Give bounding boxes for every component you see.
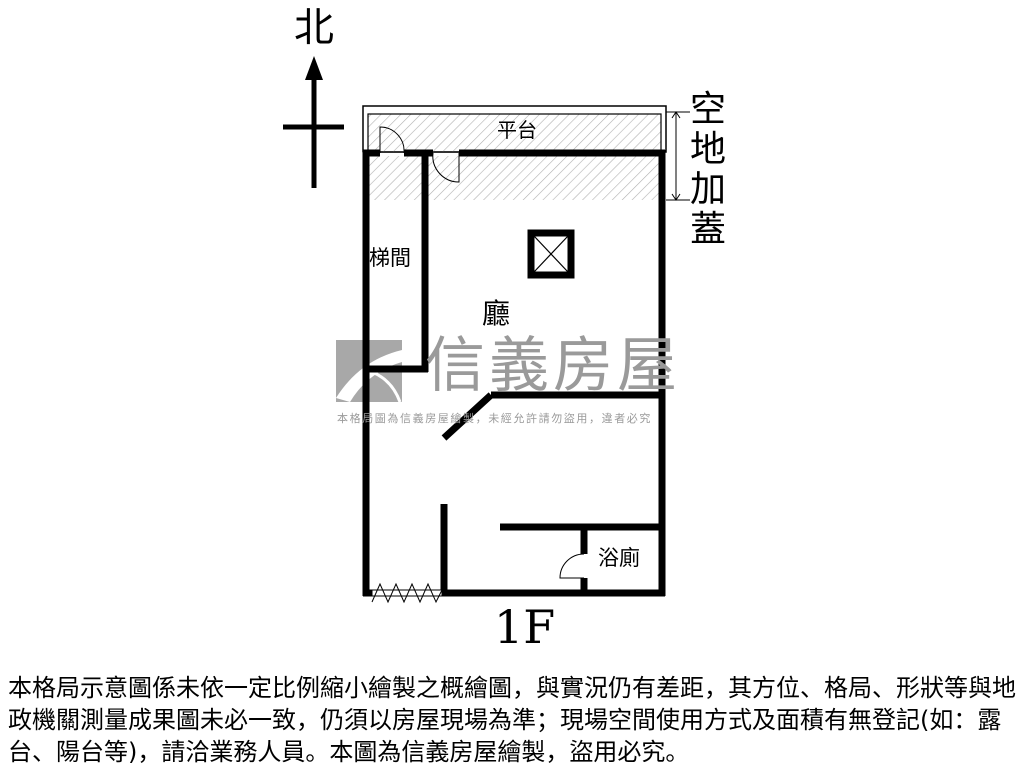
- north-label: 北: [294, 5, 334, 51]
- watermark-notice: 本格局圖為信義房屋繪製，未經允許請勿盜用，違者必究: [337, 412, 652, 425]
- shaft-icon: [527, 229, 575, 279]
- dimension-line: [666, 111, 690, 201]
- room-living-room: 廳: [482, 297, 511, 330]
- room-bathroom: 浴廁: [598, 546, 640, 570]
- floor-label: 1F: [494, 600, 556, 654]
- room-platform: 平台: [497, 118, 537, 142]
- room-stairwell: 梯間: [369, 246, 411, 270]
- disclaimer-text: 本格局示意圖係未依一定比例縮小繪製之概繪圖，與實況仍有差距，其方位、格局、形狀等…: [8, 674, 1016, 766]
- watermark-brand: 信義房屋: [425, 331, 681, 401]
- door-icon: [379, 126, 585, 579]
- north-arrow-icon: [283, 56, 344, 188]
- added-area-label: 空地加蓋: [690, 89, 727, 250]
- window-icon: [371, 582, 443, 604]
